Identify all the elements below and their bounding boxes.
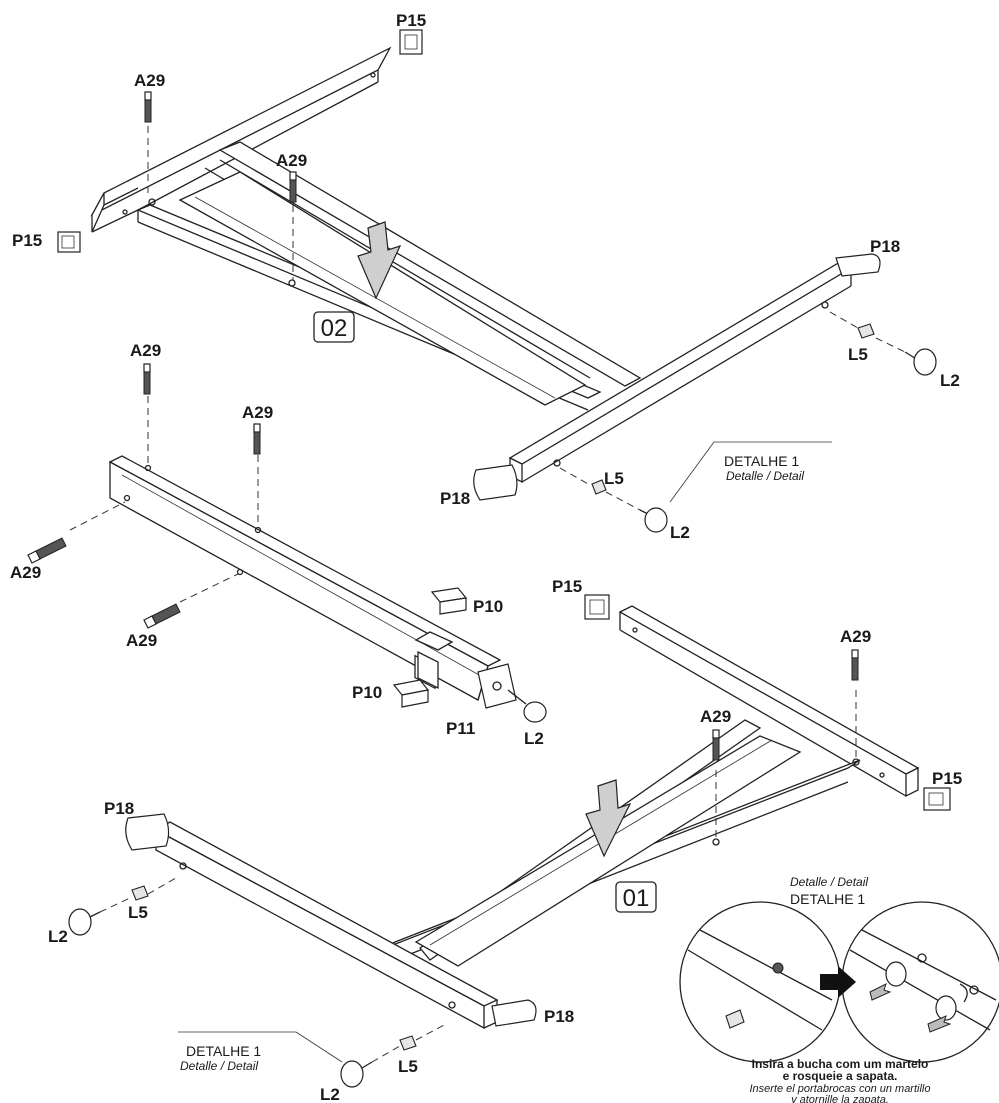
label-p11: P11 [446,719,475,738]
l2-foot-bottom-mid [340,1060,364,1088]
label-a29-bottom-mid: A29 [700,707,731,726]
p15-cap-top [399,29,423,55]
detail-upper-subtitle: Detalle / Detail [726,469,804,483]
detail-upper-title: DETALHE 1 [724,453,799,469]
l5-bushing-bottom-left [131,885,149,901]
label-a29-beam-top2: A29 [242,403,273,422]
label-a29-beam-top1: A29 [130,341,161,360]
l5-bushing-mid [591,479,607,495]
p15-cap-bottom-mid [584,594,610,620]
a29-screw-beam-left2 [143,603,181,629]
l2-foot-mid [644,507,668,533]
a29-screw-bottom-mid [712,729,720,761]
p18-cap-mid [473,464,518,501]
label-l5-top-right: L5 [848,345,868,364]
l2-foot-top-right [913,348,937,376]
label-p18-mid: P18 [440,489,470,508]
l5-bushing-top-right [857,323,875,339]
label-p18-top-right: P18 [870,237,900,256]
detail-transition-arrow [820,966,856,998]
label-p15-top: P15 [396,11,426,30]
part-labels: P15 A29 A29 P15 P18 L5 L2 P18 L5 L2 A29 … [10,11,962,1103]
label-a29-bottom-right: A29 [840,627,871,646]
label-p10-top: P10 [473,597,503,616]
label-l5-mid: L5 [604,469,624,488]
p15-cap-bottom-right [923,787,951,811]
top-long-beam-b [218,141,642,387]
label-l2-mid: L2 [670,523,690,542]
label-p10-bottom: P10 [352,683,382,702]
label-l5-bottom-left: L5 [128,903,148,922]
detail-lower-title: DETALHE 1 [186,1043,261,1059]
a29-screw-bottom-right [851,649,859,681]
frame-01: 01 [154,605,920,1030]
top-parts [57,29,937,533]
a29-screw-beam-left1 [27,537,67,564]
detail-bushing [725,1009,745,1029]
label-a29-top-mid: A29 [276,151,307,170]
label-a29-beam-left2: A29 [126,631,157,650]
frame-02: 02 [90,46,853,484]
a29-screw-beam-top2 [253,423,261,455]
label-l2-bottom-mid: L2 [320,1085,340,1103]
caption-es-line1: Inserte el portabrocas con un martillo [750,1083,931,1095]
a29-screw-top-mid [289,171,297,203]
beam-parts [27,363,547,723]
label-l5-bottom-mid: L5 [398,1057,418,1076]
l5-bushing-bottom-mid [399,1035,417,1051]
label-l2-beam: L2 [524,729,544,748]
caption-pt-line1: Insira a bucha com um martelo [752,1057,929,1071]
label-a29-beam-left1: A29 [10,563,41,582]
beam-slot [417,650,439,690]
detail-circle-subtitle: Detalle / Detail [790,875,868,889]
p18-cap-bottom-left [125,813,170,851]
label-p15-left: P15 [12,231,42,250]
detail-lower-subtitle: Detalle / Detail [180,1059,258,1073]
p18-cap-top-right [835,253,881,277]
step-02-label: 02 [321,315,348,342]
label-l2-bottom-left: L2 [48,927,68,946]
top-front-rail [508,261,853,465]
caption-es-line2: y atornille la zapata. [790,1094,889,1103]
label-p18-bottom-mid: P18 [544,1007,574,1026]
label-l2-top-right: L2 [940,371,960,390]
p15-cap-left [57,231,81,253]
bottom-parts [68,594,951,1088]
label-p18-bottom-left: P18 [104,799,134,818]
top-plate [178,171,587,406]
p11-plate [477,663,517,709]
detail-circle-before [679,901,841,1063]
l2-foot-bottom-left [68,908,92,936]
step-01-label: 01 [623,885,650,912]
a29-screw-top-left [144,91,152,123]
step-02-box [313,311,355,343]
detail-circle-after [841,901,999,1063]
label-p15-bottom-mid: P15 [552,577,582,596]
caption-pt-line2: e rosqueie a sapata. [783,1069,898,1083]
a29-screw-beam-top1 [143,363,151,395]
label-p15-bottom-right: P15 [932,769,962,788]
insert-arrow-bottom [585,779,632,858]
insert-arrow-top [357,221,402,300]
central-beam [69,396,502,701]
p18-cap-bottom-mid [491,999,537,1027]
beam-top-face [108,455,502,667]
label-a29-top-left: A29 [134,71,165,90]
bottom-front-rail [154,821,499,1007]
step-01-box [615,881,657,913]
bottom-plate [414,735,802,967]
detail-circles [679,901,999,1063]
detail-circle-title: DETALHE 1 [790,891,865,907]
l2-foot-beam [523,701,547,723]
detail-labels: DETALHE 1 Detalle / Detail DETALHE 1 Det… [180,453,868,1073]
caption: Insira a bucha com um martelo e rosqueie… [750,1057,931,1103]
